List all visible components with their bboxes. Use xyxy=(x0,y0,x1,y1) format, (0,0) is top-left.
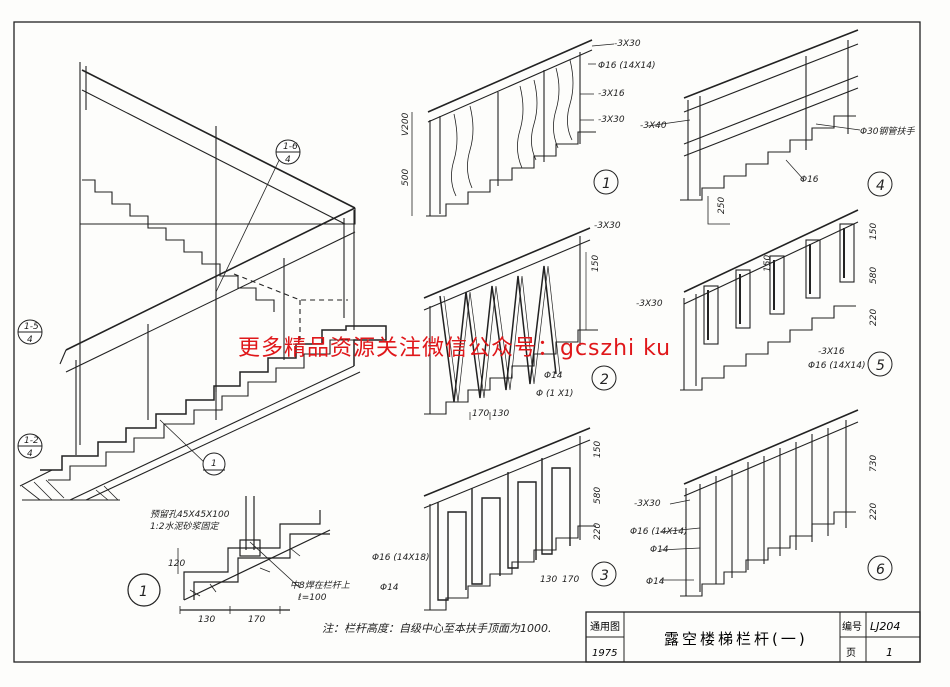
svg-text:4: 4 xyxy=(27,449,33,459)
panel-1-label: -3X30 xyxy=(598,115,625,125)
callout-1-6-bottom: 4 xyxy=(285,155,291,165)
panel-6-label: Φ14 xyxy=(650,545,669,555)
railing-panel-5 xyxy=(680,209,859,391)
panel-5-label: -3X30 xyxy=(636,299,663,309)
panel-6-number xyxy=(867,555,893,581)
panel-2-label: Φ14 xyxy=(544,371,563,381)
railing-panel-2 xyxy=(423,227,598,420)
panel-3-label: Φ14 xyxy=(380,583,399,593)
panel-6-label: Φ14 xyxy=(646,577,665,587)
panel-6-label: Φ16 (14X14) xyxy=(630,527,688,537)
title-block: 通用图 1975 露空楼梯栏杆(一) 编号 LJ204 页 1 xyxy=(585,611,921,663)
detail-anchor-note-1: 预留孔45X45X100 xyxy=(150,509,230,520)
svg-text:250: 250 xyxy=(717,197,727,214)
svg-text:5: 5 xyxy=(876,358,885,374)
svg-text:V200: V200 xyxy=(401,112,411,136)
callout-1-6 xyxy=(275,139,301,165)
detail-bar-note: 中8焊在栏杆上 xyxy=(290,580,351,591)
page-label: 页 xyxy=(846,647,856,659)
panel-6-label: -3X30 xyxy=(634,499,661,509)
svg-text:580: 580 xyxy=(869,267,879,284)
callout-1-6-top: 1-6 xyxy=(283,142,298,152)
svg-text:150: 150 xyxy=(591,255,601,272)
svg-text:580: 580 xyxy=(593,487,603,504)
railing-panel-3 xyxy=(423,427,596,611)
height-note: 注：栏杆高度：自级中心至本扶手顶面为1000. xyxy=(322,622,552,635)
isometric-stair xyxy=(19,62,387,501)
panel-1-label: -3X30 xyxy=(614,39,641,49)
panel-4-label: Φ16 xyxy=(800,175,819,185)
svg-text:220: 220 xyxy=(593,523,603,540)
svg-text:130: 130 xyxy=(540,575,557,585)
panel-2-label: Φ (1 X1) xyxy=(536,389,573,399)
drawing-title: 露空楼梯栏杆(一) xyxy=(664,630,808,648)
svg-text:1: 1 xyxy=(602,176,611,192)
panel-1-label: -3X16 xyxy=(598,89,625,99)
panel-4-label: -3X40 xyxy=(640,121,667,131)
detail-dim-b: 170 xyxy=(248,615,265,625)
drawing-number: LJ204 xyxy=(870,620,900,633)
svg-text:170: 170 xyxy=(472,409,489,419)
panel-5-label: -3X16 xyxy=(818,347,845,357)
atlas-label: 通用图 xyxy=(590,621,620,633)
panel-1-label: Φ16 (14X14) xyxy=(598,61,656,71)
atlas-year: 1975 xyxy=(592,648,617,659)
panel-5-number xyxy=(867,351,893,377)
svg-text:220: 220 xyxy=(869,309,879,326)
detail-1-circle xyxy=(127,573,161,607)
railing-panel-1 xyxy=(411,39,615,217)
svg-text:1-2: 1-2 xyxy=(24,436,39,446)
svg-text:500: 500 xyxy=(401,169,411,186)
panel-1-number xyxy=(593,169,619,195)
svg-text:2: 2 xyxy=(600,372,609,388)
panel-3-label: Φ16 (14X18) xyxy=(372,553,430,563)
svg-text:150: 150 xyxy=(763,255,773,272)
svg-text:150: 150 xyxy=(869,223,879,240)
callout-1-5 xyxy=(17,319,43,345)
page-number: 1 xyxy=(886,646,893,659)
railing-panel-4 xyxy=(647,29,861,225)
detail-dim-h: 120 xyxy=(168,559,185,569)
sheet-border xyxy=(13,21,921,663)
svg-text:4: 4 xyxy=(876,178,885,194)
callout-1-2 xyxy=(17,433,43,459)
panel-2-label: -3X30 xyxy=(594,221,621,231)
number-label: 编号 xyxy=(842,620,862,633)
detail-1-section xyxy=(177,496,331,614)
svg-text:170: 170 xyxy=(562,575,579,585)
panel-4-label: Φ30钢管扶手 xyxy=(860,126,916,137)
detail-1-number: 1 xyxy=(139,584,148,600)
panel-2-number xyxy=(591,365,617,391)
svg-text:220: 220 xyxy=(869,503,879,520)
svg-text:6: 6 xyxy=(876,562,885,578)
detail-bar-length: ℓ=100 xyxy=(297,593,327,603)
svg-text:1: 1 xyxy=(211,459,217,469)
panel-4-number xyxy=(867,171,893,197)
panel-5-label: Φ16 (14X14) xyxy=(808,361,866,371)
svg-text:4: 4 xyxy=(27,335,33,345)
panel-3-number xyxy=(591,561,617,587)
detail-anchor-note-2: 1:2水泥砂浆固定 xyxy=(150,521,219,532)
svg-text:1-5: 1-5 xyxy=(24,322,39,332)
svg-text:150: 150 xyxy=(593,441,603,458)
watermark-text: 更多精品资源关注微信公众号：gcszhi ku xyxy=(238,336,672,361)
callout-detail-1 xyxy=(202,452,226,476)
svg-text:3: 3 xyxy=(600,568,609,584)
svg-text:730: 730 xyxy=(869,455,879,472)
svg-text:130: 130 xyxy=(492,409,509,419)
railing-panel-6 xyxy=(659,409,859,597)
detail-dim-a: 130 xyxy=(198,615,215,625)
